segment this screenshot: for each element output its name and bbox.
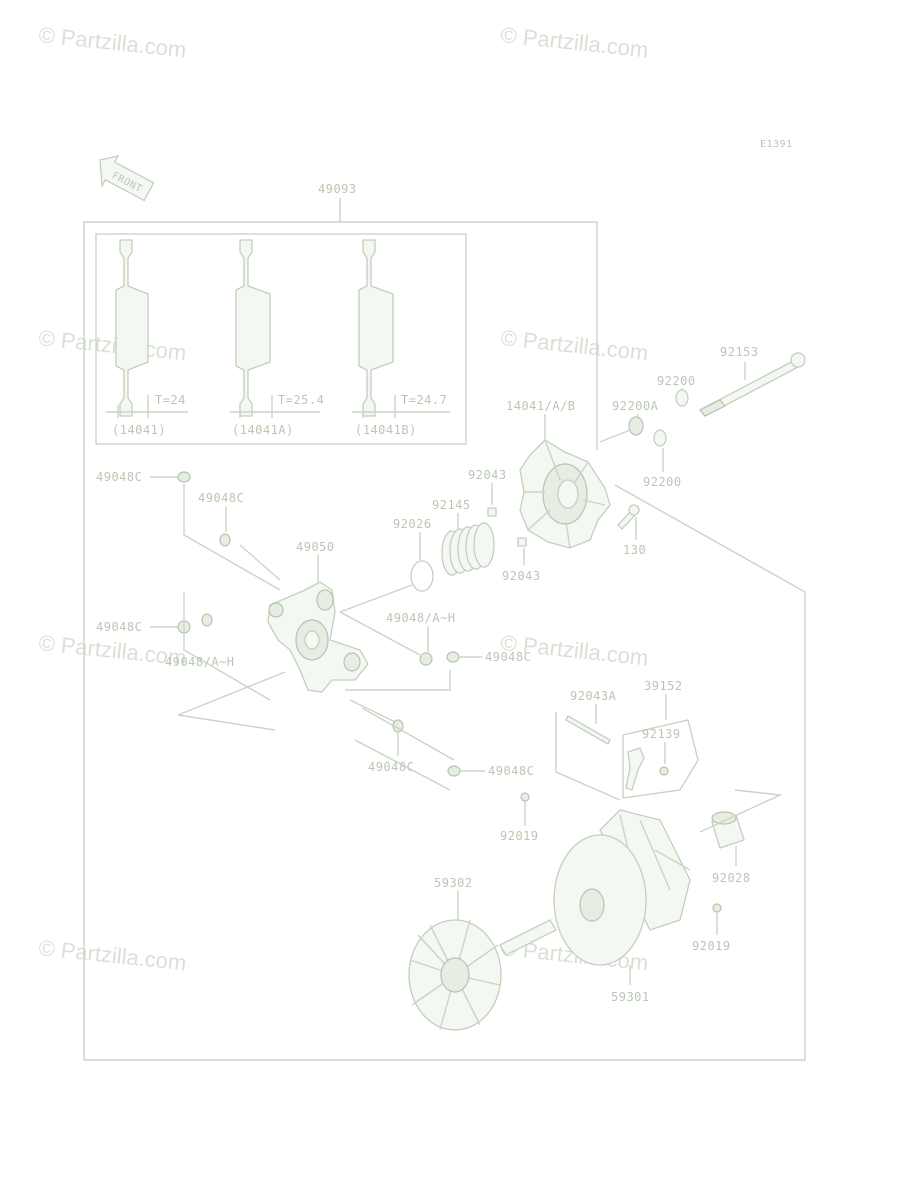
label-pin-top: 92043 — [468, 468, 507, 482]
label-nut-center-low: 49048C — [368, 760, 414, 774]
label-washer-top: 92200 — [657, 374, 696, 388]
shim-thickness: T=24.7 — [401, 393, 447, 407]
clip-92139: 92139 — [642, 727, 681, 776]
ball-92019-right: 92019 — [692, 903, 731, 953]
label-spring: 92145 — [432, 498, 471, 512]
spider-49050: 49050 — [239, 540, 421, 693]
holder-39152: 39152 — [622, 679, 699, 799]
nut-49048c-left-top: 49048C — [96, 470, 281, 591]
shim-14041b: T=24.7 (14041B) — [352, 239, 450, 437]
label-nut-right-mid: 49048C — [485, 650, 531, 664]
shim-inset: T=24 (14041) T=25.4 (14041A) T=24.7 (140… — [95, 233, 467, 445]
ball-92019-left: 92019 — [500, 792, 539, 843]
sheave-59301: 59301 — [553, 809, 691, 1004]
cover-14041: 14041/A/B — [506, 399, 611, 549]
label-nut-left-mid: 49048C — [198, 491, 244, 505]
label-clip: 92139 — [642, 727, 681, 741]
label-bushing: 92028 — [712, 871, 751, 885]
label-sheave: 59301 — [611, 990, 650, 1004]
bearing-92200a: 92200A — [599, 399, 659, 443]
pin-92043-top: 92043 — [468, 468, 507, 517]
shim-part-number: (14041A) — [232, 423, 294, 437]
pin-92043a: 92043A — [555, 689, 621, 801]
watermark: © Partzilla.com — [499, 325, 649, 365]
watermark: © Partzilla.com — [37, 325, 187, 365]
assembly-frame: 49093 — [83, 182, 806, 1061]
nut-49048c-left-lower: 49048C 49048/A~H — [96, 592, 286, 731]
figure-code: E1391 — [760, 139, 793, 150]
fan-59302: 59302 — [408, 876, 557, 1031]
label-oring: 92026 — [393, 517, 432, 531]
label-cover: 14041/A/B — [506, 399, 576, 413]
nut-49048c-right-mid: 49048C — [446, 650, 531, 664]
label-nut-left-top: 49048C — [96, 470, 142, 484]
label-ball-right: 92019 — [692, 939, 731, 953]
spring-92145: 92145 — [432, 498, 495, 576]
label-weight-left: 49048/A~H — [165, 655, 235, 669]
shim-14041a: T=25.4 (14041A) — [230, 239, 324, 437]
label-ball-left: 92019 — [500, 829, 539, 843]
label-weight-right: 49048/A~H — [386, 611, 456, 625]
weight-49048-right: 49048/A~H — [345, 611, 456, 691]
label-bolt: 92153 — [720, 345, 759, 359]
label-bearing: 92200A — [612, 399, 659, 413]
label-screw: 130 — [623, 543, 646, 557]
oring-92026: 92026 — [339, 517, 434, 613]
nut-49048c-right-low: 49048C — [361, 707, 534, 778]
watermark: © Partzilla.com — [499, 22, 649, 62]
nut-49048c-left-mid: 49048C — [198, 491, 244, 547]
label-pin-long: 92043A — [570, 689, 617, 703]
shim-14041: T=24 (14041) — [106, 239, 188, 437]
front-arrow-icon: FRONT — [99, 155, 155, 202]
bushing-92028: 92028 — [699, 789, 783, 885]
label-nut-right-low: 49048C — [488, 764, 534, 778]
bolt-92153: 92153 — [698, 345, 806, 417]
label-nut-left-lower: 49048C — [96, 620, 142, 634]
label-holder: 39152 — [644, 679, 683, 693]
watermark: © Partzilla.com — [37, 22, 187, 62]
watermark: © Partzilla.com — [37, 935, 187, 975]
shim-thickness: T=25.4 — [278, 393, 324, 407]
shim-thickness: T=24 — [155, 393, 186, 407]
label-fan: 59302 — [434, 876, 473, 890]
shim-part-number: (14041) — [112, 423, 166, 437]
label-washer-bottom: 92200 — [643, 475, 682, 489]
washer-92200-top: 92200 — [657, 374, 696, 407]
pin-92043-bottom: 92043 — [502, 537, 541, 583]
nut-49048c-center-low: 49048C — [349, 699, 451, 791]
label-pin-bottom: 92043 — [502, 569, 541, 583]
screw-130: 130 — [617, 504, 646, 557]
label-assembly: 49093 — [318, 182, 357, 196]
shim-part-number: (14041B) — [355, 423, 417, 437]
label-spider: 49050 — [296, 540, 335, 554]
washer-92200-bottom: 92200 — [643, 429, 682, 489]
